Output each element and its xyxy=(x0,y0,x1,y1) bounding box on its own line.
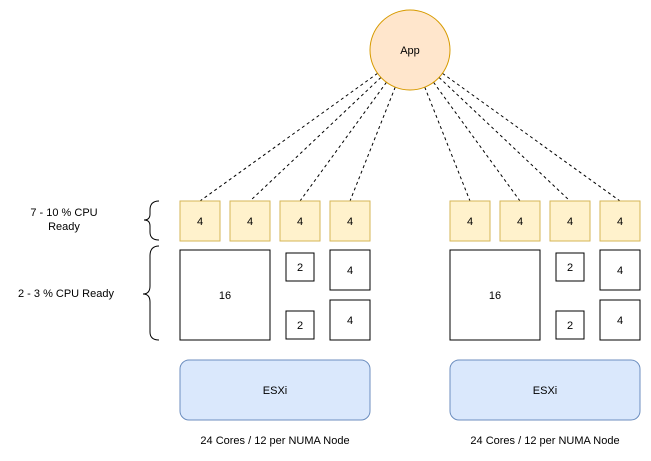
app-vm-label: 4 xyxy=(197,216,203,228)
app-vm-box xyxy=(279,200,321,242)
vm-large-label: 16 xyxy=(219,290,231,302)
vm-large-box xyxy=(179,249,271,341)
vm-medium-label: 4 xyxy=(617,315,623,327)
app-vm-box xyxy=(179,200,221,242)
app-vm-box xyxy=(499,200,541,242)
esxi-label: ESXi xyxy=(533,385,557,397)
cpu-ready-high-brace xyxy=(143,200,160,241)
app-node: App xyxy=(369,9,451,91)
vm-small-label: 2 xyxy=(297,262,303,274)
host-caption: 24 Cores / 12 per NUMA Node xyxy=(470,435,619,447)
cpu-ready-high-annotation: 7 - 10 % CPU Ready xyxy=(14,206,114,234)
app-connector-line xyxy=(438,77,571,202)
app-connector-line xyxy=(299,82,387,202)
vm-large-label: 16 xyxy=(489,290,501,302)
esxi-box xyxy=(449,359,641,421)
app-connector-line xyxy=(433,82,521,202)
app-vm-label: 4 xyxy=(247,216,253,228)
vm-small-box xyxy=(555,252,585,282)
app-connector-line xyxy=(442,72,621,202)
vm-small-label: 2 xyxy=(297,320,303,332)
app-vm-box xyxy=(329,200,371,242)
vm-small-label: 2 xyxy=(567,320,573,332)
app-label: App xyxy=(400,45,420,57)
app-vm-label: 4 xyxy=(347,216,353,228)
host-left: 4 4 4 4 16 2 2 4 4 ESXi 24 Cores / 12 pe… xyxy=(179,200,371,447)
vm-small-label: 2 xyxy=(567,262,573,274)
vm-medium-label: 4 xyxy=(347,315,353,327)
vm-medium-box xyxy=(599,249,641,291)
app-vm-label: 4 xyxy=(517,216,523,228)
app-vm-label: 4 xyxy=(567,216,573,228)
cpu-ready-low-brace xyxy=(142,245,160,341)
app-vm-label: 4 xyxy=(467,216,473,228)
app-circle xyxy=(369,9,451,91)
app-vm-box xyxy=(229,200,271,242)
host-caption: 24 Cores / 12 per NUMA Node xyxy=(200,435,349,447)
app-vm-box xyxy=(449,200,491,242)
vm-medium-box xyxy=(599,299,641,341)
app-connector-line xyxy=(199,72,378,202)
vm-medium-label: 4 xyxy=(617,265,623,277)
app-vm-box xyxy=(549,200,591,242)
app-vm-box xyxy=(599,200,641,242)
esxi-label: ESXi xyxy=(263,385,287,397)
vm-small-box xyxy=(285,252,315,282)
app-connector-line xyxy=(349,86,396,202)
host-right: 4 4 4 4 16 2 2 4 4 ESXi 24 Cores / 12 pe… xyxy=(449,200,641,447)
vm-medium-box xyxy=(329,249,371,291)
annotation-line: 7 - 10 % CPU xyxy=(30,207,98,219)
vm-large-box xyxy=(449,249,541,341)
vm-small-box xyxy=(285,310,315,340)
esxi-box xyxy=(179,359,371,421)
annotation-line: Ready xyxy=(48,221,80,233)
vm-small-box xyxy=(555,310,585,340)
app-vm-label: 4 xyxy=(617,216,623,228)
connector-lines xyxy=(199,72,621,202)
cpu-ready-low-annotation: 2 - 3 % CPU Ready xyxy=(18,288,114,300)
app-vm-label: 4 xyxy=(297,216,303,228)
app-connector-line xyxy=(424,86,471,202)
app-connector-line xyxy=(249,77,382,202)
vm-medium-label: 4 xyxy=(347,265,353,277)
vm-medium-box xyxy=(329,299,371,341)
